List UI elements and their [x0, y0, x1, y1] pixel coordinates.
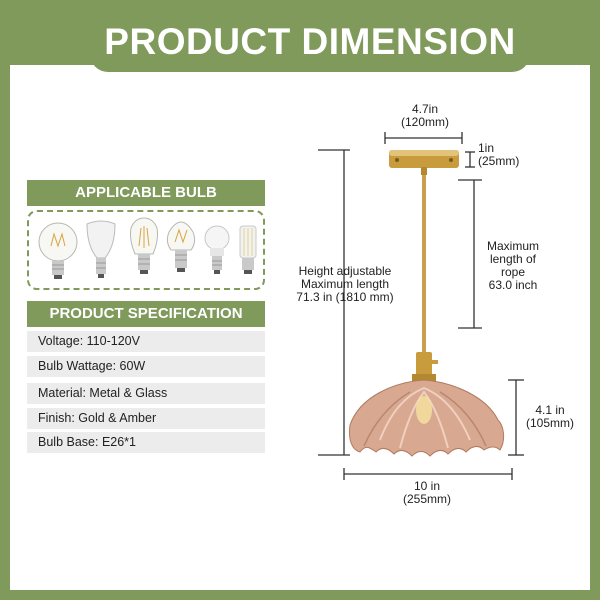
bulb-gallery [27, 210, 265, 290]
hanging-rod [422, 175, 426, 355]
socket [412, 352, 438, 382]
spec-label: Finish: [38, 411, 79, 425]
rope-line-1: Maximum [486, 239, 539, 253]
globe-filament-bulb-icon [38, 222, 78, 279]
spec-value: 110-120V [86, 334, 140, 348]
spec-label: Material: [38, 386, 90, 400]
spec-row-bulb-base: Bulb Base: E26*1 [27, 432, 265, 453]
spec-row-finish: Finish: Gold & Amber [27, 408, 265, 429]
spec-value: E26*1 [101, 435, 136, 449]
spec-label: Bulb Base: [38, 435, 102, 449]
shade-width-label: 10 in (255mm) [392, 480, 462, 506]
applicable-bulb-header: APPLICABLE BULB [27, 180, 265, 206]
reflector-bulb-icon [86, 220, 116, 278]
spec-label: Voltage: [38, 334, 87, 348]
spec-row-wattage: Bulb Wattage: 60W [27, 356, 265, 377]
total-line-2: Maximum length [300, 277, 390, 291]
canopy-height-metric: (25mm) [478, 154, 520, 168]
canopy-width-label: 4.7in (120mm) [393, 103, 457, 129]
canopy-height-imperial: 1in [478, 141, 495, 155]
title-tab [90, 10, 530, 72]
spec-value: 60W [119, 359, 146, 373]
spec-row-voltage: Voltage: 110-120V [27, 331, 265, 352]
spec-value: Metal & Glass [89, 386, 168, 400]
canopy-height-label: 1in (25mm) [478, 142, 538, 168]
rope-line-3: 63.0 inch [488, 278, 538, 292]
a19-led-bulb-icon [204, 225, 230, 274]
a19-filament-bulb-icon [166, 221, 196, 272]
rope-length-label: Maximum length of rope 63.0 inch [478, 240, 548, 292]
canopy-width-metric: (120mm) [400, 115, 449, 129]
rope-line-2: length of rope [489, 252, 537, 279]
shade-width-metric: (255mm) [402, 492, 451, 506]
shade-height-label: 4.1 in (105mm) [518, 404, 582, 430]
spec-label: Bulb Wattage: [38, 359, 120, 373]
total-height-label: Height adjustable Maximum length 71.3 in… [286, 265, 404, 304]
total-line-1: Height adjustable [298, 264, 392, 278]
corn-led-bulb-icon [239, 225, 257, 274]
spec-value: Gold & Amber [78, 411, 157, 425]
bulb-icons [38, 217, 257, 279]
page-title: PRODUCT DIMENSION [104, 21, 516, 62]
st64-filament-bulb-icon [130, 217, 158, 274]
product-specification-header: PRODUCT SPECIFICATION [27, 301, 265, 327]
title-bar: PRODUCT DIMENSION [10, 10, 590, 72]
shade-height-imperial: 4.1 in [535, 403, 565, 417]
total-line-3: 71.3 in (1810 mm) [296, 290, 394, 304]
dimension-lines [318, 132, 524, 480]
spec-row-material: Material: Metal & Glass [27, 383, 265, 404]
shade-height-metric: (105mm) [525, 416, 574, 430]
shade-width-imperial: 10 in [413, 479, 441, 493]
canopy-width-imperial: 4.7in [411, 102, 439, 116]
canopy [389, 150, 459, 175]
amber-glass-shade [349, 379, 505, 457]
